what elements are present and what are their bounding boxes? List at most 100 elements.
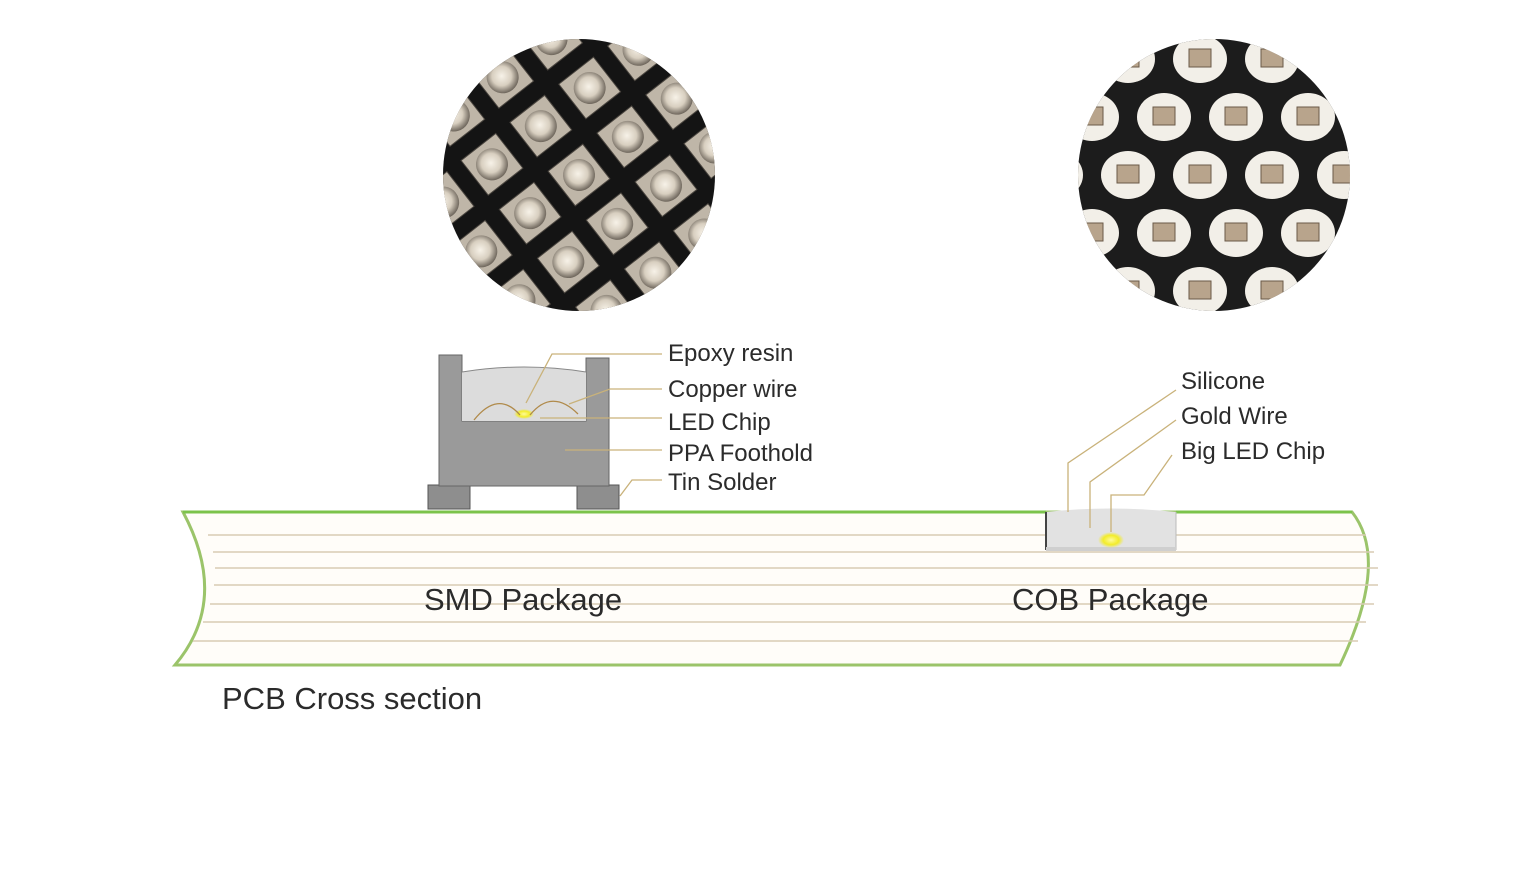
cob-package-drawing [1045, 389, 1177, 551]
cob-led-chip [1116, 280, 1140, 300]
pcb-caption: PCB Cross section [222, 681, 483, 716]
cob-led-chip [1224, 106, 1248, 126]
cob-led-chip [1188, 280, 1212, 300]
cob-led-ring [993, 93, 1047, 141]
cob-led-ring [1353, 325, 1407, 373]
cob-led-chip [1297, 339, 1319, 357]
cob-led-ring [993, 0, 1047, 25]
smd-led-lens [650, 169, 683, 202]
cob-led-ring [957, 35, 1011, 83]
smd-led-cell [443, 39, 497, 61]
cob-led-chip [1081, 339, 1103, 357]
cob-led-chip [1116, 48, 1140, 68]
smd-led-cell [693, 39, 715, 93]
smd-led-lens [731, 174, 776, 219]
cob-led-chip [1405, 49, 1427, 67]
cob-led-ring [1353, 93, 1407, 141]
cob-led-ring [1425, 209, 1479, 257]
smd-led-cell [771, 127, 833, 189]
cob-led-chip [1441, 223, 1463, 241]
smd-led-lens [486, 61, 519, 94]
cob-led-chip [1225, 0, 1247, 9]
cob-led-chip [1153, 0, 1175, 9]
cob-led-ring [1101, 267, 1155, 311]
smd-led-cell [443, 257, 465, 311]
smd-led-lens [720, 261, 765, 306]
smd-led-lens [334, 169, 379, 214]
label-led-chip: LED Chip [668, 409, 771, 436]
cob-led-chip [1188, 164, 1212, 184]
cob-led-chip [1045, 281, 1067, 299]
smd-led-lens [491, 0, 536, 13]
smd-led-cell [336, 74, 398, 136]
cob-led-ring [1389, 151, 1443, 199]
smd-led-lens [475, 148, 508, 181]
cob-led-chip [1405, 281, 1427, 299]
cob-led-chip [1080, 222, 1104, 242]
cob-led-chip [1260, 164, 1284, 184]
smd-led-cell [363, 210, 425, 272]
cob-led-ring [1425, 93, 1479, 141]
cob-led-chip [973, 165, 995, 183]
smd-led-lens [769, 223, 814, 268]
cob-led-ring [1353, 209, 1407, 257]
smd-led-lens [573, 71, 606, 104]
label-epoxy-resin: Epoxy resin [668, 340, 794, 367]
cob-led-chip [1297, 0, 1319, 9]
smd-led-lens [382, 131, 427, 176]
cob-led-ring [1209, 0, 1263, 25]
cob-led-ring [1101, 39, 1155, 83]
cob-led-chip [1045, 49, 1067, 67]
cob-led-chip [1260, 280, 1284, 300]
smd-led-cell [655, 39, 715, 44]
cob-led-chip [1332, 164, 1350, 184]
smd-led-lens [524, 110, 557, 143]
smd-led-cell [482, 0, 544, 21]
smd-led-cell [374, 123, 436, 185]
cob-led-ring [1317, 39, 1350, 83]
label-tin-solder: Tin Solder [668, 469, 777, 496]
cob-led-chip [1369, 223, 1391, 241]
cob-led-ring [1425, 325, 1479, 373]
smd-led-lens [818, 185, 863, 230]
cob-led-chip [1296, 106, 1320, 126]
cob-led-chip [1152, 222, 1176, 242]
cob-led-chip [1080, 106, 1104, 126]
smd-led-lens [448, 39, 481, 45]
cob-led-ring [1065, 0, 1119, 25]
label-silicone: Silicone [1181, 368, 1266, 395]
cob-led-ring [957, 267, 1011, 315]
cob-led-ring [1353, 0, 1407, 25]
label-big-led-chip: Big LED Chip [1181, 438, 1326, 465]
smd-led-lens [393, 44, 438, 89]
cob-led-chip [1441, 339, 1463, 357]
cob-led-ring [993, 209, 1047, 257]
cob-led-chip [1332, 280, 1350, 300]
cob-led-chip [1009, 339, 1031, 357]
cob-led-ring [1389, 267, 1443, 315]
label-copper-wire: Copper wire [668, 376, 798, 403]
cob-led-chip [1009, 107, 1031, 125]
cob-led-ring [1425, 0, 1479, 25]
smd-led-cell [325, 161, 387, 223]
smd-package-title: SMD Package [424, 582, 623, 617]
smd-led-lens [601, 207, 634, 240]
cob-led-chip [1081, 0, 1103, 9]
cob-led-ring [1209, 325, 1263, 373]
label-ppa-foothold: PPA Foothold [668, 440, 813, 467]
cob-led-chip [1009, 0, 1031, 9]
smd-led-lens [443, 273, 449, 306]
smd-led-lens [448, 316, 493, 361]
cob-led-chip [1405, 165, 1427, 183]
cob-led-chip [1369, 0, 1391, 9]
smd-led-lens [779, 136, 824, 181]
cob-led-chip [1225, 339, 1247, 357]
smd-led-cell [809, 176, 871, 238]
smd-led-cell [722, 165, 784, 227]
cob-led-chip [1441, 0, 1463, 9]
cob-led-closeup-icon [957, 0, 1479, 373]
cob-led-chip [1188, 48, 1212, 68]
cob-led-chip [1332, 48, 1350, 68]
cob-led-chip [1260, 48, 1284, 68]
